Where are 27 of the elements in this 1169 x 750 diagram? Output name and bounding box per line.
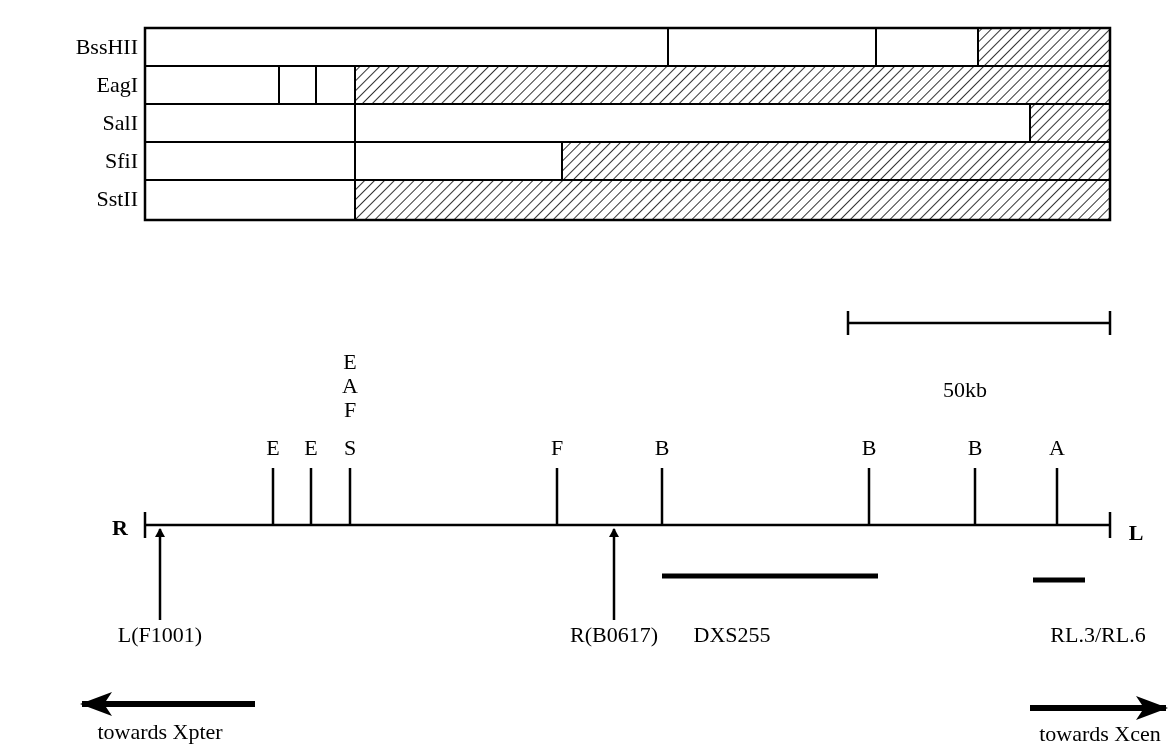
site-label: E — [266, 435, 280, 461]
enzyme-name: EagI — [96, 72, 138, 98]
site-label: A — [342, 373, 358, 399]
site-label: B — [861, 435, 877, 461]
enzyme-name: SfiI — [105, 148, 138, 174]
clone-end-label: R(B0617) — [570, 622, 658, 648]
site-label: E — [343, 349, 357, 375]
end-label: R — [112, 515, 128, 541]
leader-arrow — [155, 528, 165, 620]
site-label: B — [654, 435, 670, 461]
enzyme-name: SstII — [96, 186, 138, 212]
site-label: F — [550, 435, 564, 461]
enzyme-name: BssHII — [75, 34, 138, 60]
probe-label: RL.3/RL.6 — [1050, 622, 1146, 648]
site-label: F — [343, 397, 357, 423]
leader-arrow — [609, 528, 619, 620]
end-label: L — [1128, 520, 1144, 546]
probe-label: DXS255 — [693, 622, 771, 648]
site-label: E — [304, 435, 318, 461]
site-label: S — [343, 435, 357, 461]
direction-label: towards Xpter — [97, 719, 223, 745]
clone-end-label: L(F1001) — [117, 622, 203, 648]
site-label: A — [1049, 435, 1065, 461]
site-label: B — [967, 435, 983, 461]
direction-label: towards Xcen — [1039, 721, 1161, 747]
scale-label: 50kb — [943, 377, 987, 403]
enzyme-name: SalI — [102, 110, 138, 136]
